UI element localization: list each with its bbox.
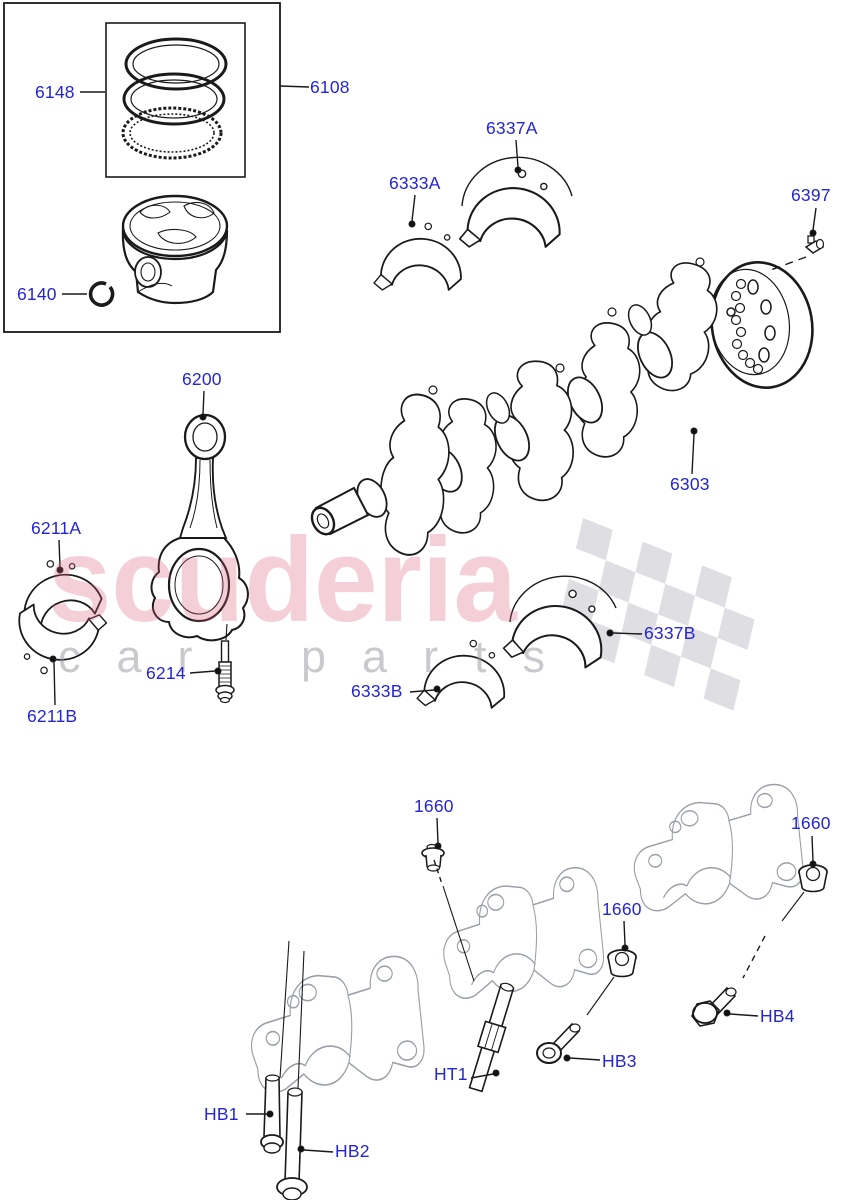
plug-1660-top-art [421, 843, 445, 872]
bolt-hb1-art [260, 1074, 284, 1154]
circlip-art [88, 281, 115, 307]
part-label-6303[interactable]: 6303 [670, 474, 710, 494]
bearing-cap-left-art [245, 953, 428, 1095]
part-label-1660-c[interactable]: 1660 [791, 813, 831, 833]
bushing-1660-middle-art [607, 949, 637, 978]
part-label-6148[interactable]: 6148 [35, 82, 75, 102]
bolt-hb2-art [276, 1087, 308, 1200]
part-label-1660-b[interactable]: 1660 [602, 899, 642, 919]
checkered-flag-watermark [561, 518, 755, 711]
part-label-6140[interactable]: 6140 [17, 284, 57, 304]
bearing-shell-6333a-art [372, 217, 468, 299]
part-label-hb4[interactable]: HB4 [760, 1006, 795, 1026]
leader-lines [49, 85, 817, 1153]
part-label-6337a[interactable]: 6337A [486, 118, 538, 138]
bearing-shell-6333b-art [415, 632, 513, 718]
bearing-cap-right-art [628, 782, 807, 913]
connecting-rod-art [150, 413, 249, 642]
part-label-hb1[interactable]: HB1 [204, 1104, 239, 1124]
conrod-bolt-art [215, 640, 235, 704]
part-label-6333b[interactable]: 6333B [351, 681, 403, 701]
part-label-hb2[interactable]: HB2 [335, 1141, 370, 1161]
bearing-shell-6337a-art [457, 156, 573, 258]
bushing-1660-right-art [798, 864, 828, 893]
part-label-6397[interactable]: 6397 [791, 185, 831, 205]
part-label-6211a[interactable]: 6211A [31, 518, 82, 538]
part-label-1660-a[interactable]: 1660 [414, 796, 454, 816]
flange-chain-detail [730, 278, 764, 375]
piston-art [121, 194, 229, 305]
part-label-6337b[interactable]: 6337B [644, 623, 696, 643]
part-label-6108[interactable]: 6108 [310, 77, 350, 97]
piston-box-art [3, 2, 281, 333]
part-label-hb3[interactable]: HB3 [602, 1051, 637, 1071]
part-label-6211b[interactable]: 6211B [27, 706, 78, 726]
piston-rings-art [121, 37, 228, 160]
bearing-cap-middle-art [437, 865, 607, 1001]
bolt-hb4-art [691, 986, 737, 1027]
crankshaft-art [310, 257, 814, 559]
stud-ht1-art [468, 982, 515, 1093]
bolt-hb3-art [536, 1022, 581, 1064]
part-label-6200[interactable]: 6200 [182, 369, 222, 389]
bearing-shell-6337b-art [500, 575, 617, 680]
part-label-6214[interactable]: 6214 [146, 663, 186, 683]
part-label-ht1[interactable]: HT1 [434, 1064, 468, 1084]
pin-6397-art [804, 235, 825, 254]
part-label-6333a[interactable]: 6333A [389, 173, 441, 193]
